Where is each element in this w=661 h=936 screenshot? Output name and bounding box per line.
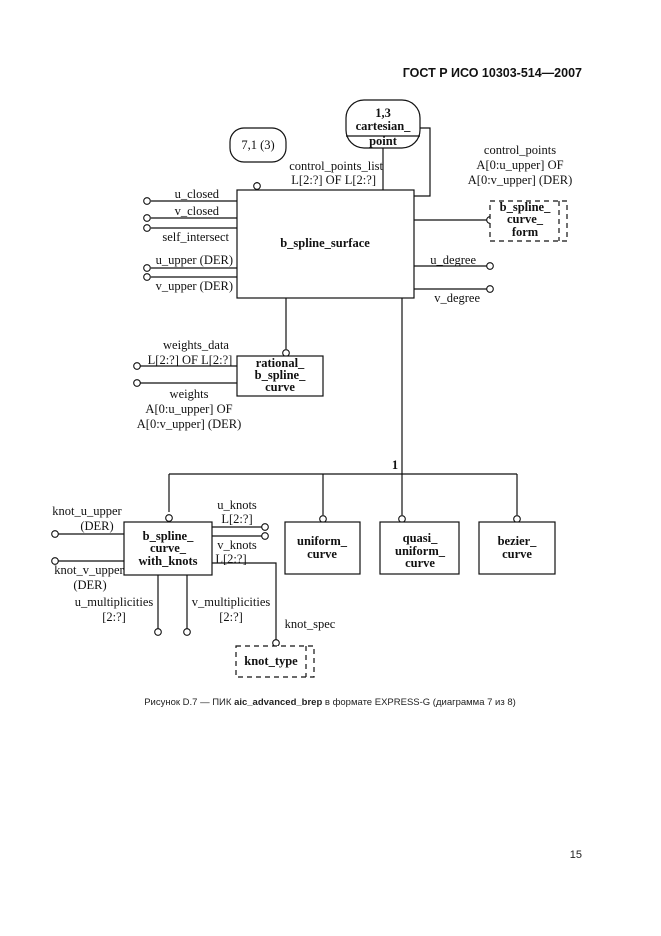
u-knots-label-2: L[2:?] [221, 512, 252, 526]
knot-type-type: knot_type [235, 645, 315, 678]
rational-label-2: b_spline_ [255, 368, 306, 382]
cartesian-point-reference: 1,3 cartesian_ point [345, 99, 421, 149]
v-upper-label: v_upper (DER) [156, 279, 233, 293]
bezier-label-1: bezier_ [498, 534, 538, 548]
relationship-lines [58, 127, 518, 640]
cartesian-point-label-3: point [369, 134, 398, 148]
page-reference-7-1: 7,1 (3) [229, 127, 287, 163]
v-multiplicities-label-2: [2:?] [219, 610, 243, 624]
b-spline-surface-label: b_spline_surface [280, 236, 370, 250]
u-multiplicities-label-2: [2:?] [102, 610, 126, 624]
bezier-label-2: curve [502, 547, 532, 561]
caption-schema-name: aic_advanced_brep [234, 697, 323, 708]
b-spline-surface-entity: b_spline_surface [236, 189, 415, 299]
knot-u-upper-label-2: (DER) [80, 519, 113, 533]
weights-data-label-1: weights_data [163, 338, 229, 352]
rational-label-1: rational_ [256, 356, 305, 370]
figure-caption: Рисунок D.7 — ПИК aic_advanced_brep в фо… [60, 697, 600, 708]
uniform-label-2: curve [307, 547, 337, 561]
with-knots-label-2: curve_ [150, 541, 187, 555]
curve-form-label-3: form [512, 225, 539, 239]
uniform-curve-entity: uniform_ curve [284, 521, 361, 575]
uniform-label-1: uniform_ [297, 534, 348, 548]
control-points-label-2: A[0:u_upper] OF [476, 158, 563, 172]
control-points-list-label-2: L[2:?] OF L[2:?] [291, 173, 376, 187]
rational-b-spline-curve-entity: rational_ b_spline_ curve [236, 355, 324, 397]
u-degree-label: u_degree [430, 253, 476, 267]
b-spline-curve-with-knots-entity: b_spline_ curve_ with_knots [123, 521, 213, 576]
v-degree-label: v_degree [434, 291, 480, 305]
v-multiplicities-label-1: v_multiplicities [192, 595, 271, 609]
caption-prefix: Рисунок D.7 — ПИК [144, 697, 235, 708]
page-reference-label: 7,1 (3) [241, 138, 274, 152]
curve-form-label-1: b_spline_ [500, 200, 551, 214]
v-knots-label-1: v_knots [217, 538, 257, 552]
bezier-curve-entity: bezier_ curve [478, 521, 556, 575]
u-knots-label-1: u_knots [217, 498, 257, 512]
v-closed-label: v_closed [175, 204, 220, 218]
u-closed-label: u_closed [175, 187, 220, 201]
curve-form-label-2: curve_ [507, 212, 544, 226]
knot-v-upper-label-1: knot_v_upper [54, 563, 124, 577]
self-intersect-label: self_intersect [162, 230, 229, 244]
with-knots-label-3: with_knots [138, 554, 197, 568]
b-spline-curve-form-type: b_spline_ curve_ form [489, 200, 568, 242]
knot-spec-label: knot_spec [285, 617, 336, 631]
quasi-label-1: quasi_ [403, 531, 438, 545]
weights-label-2: A[0:u_upper] OF [145, 402, 232, 416]
one-of-marker: 1 [392, 458, 398, 472]
knot-v-upper-label-2: (DER) [73, 578, 106, 592]
knot-u-upper-label-1: knot_u_upper [52, 504, 122, 518]
knot-type-label: knot_type [244, 654, 298, 668]
weights-data-label-2: L[2:?] OF L[2:?] [148, 353, 233, 367]
cartesian-point-label-2: cartesian_ [356, 119, 412, 133]
document-header: ГОСТ Р ИСО 10303-514—2007 [402, 66, 582, 80]
cartesian-point-label-1: 1,3 [375, 106, 391, 120]
v-knots-label-2: L[2:?] [215, 552, 246, 566]
attribute-labels: control_points_list L[2:?] OF L[2:?] con… [52, 143, 572, 631]
quasi-uniform-curve-entity: quasi_ uniform_ curve [379, 521, 460, 575]
page-number: 15 [569, 849, 582, 861]
weights-label-1: weights [170, 387, 209, 401]
control-points-label-3: A[0:v_upper] (DER) [468, 173, 573, 187]
relationship-end-circles [51, 182, 521, 647]
quasi-label-3: curve [405, 556, 435, 570]
caption-suffix: в формате EXPRESS-G (диаграмма 7 из 8) [322, 697, 516, 708]
u-upper-label: u_upper (DER) [156, 253, 233, 267]
quasi-label-2: uniform_ [395, 544, 446, 558]
weights-label-3: A[0:v_upper] (DER) [137, 417, 242, 431]
control-points-list-label-1: control_points_list [289, 159, 383, 173]
control-points-label-1: control_points [484, 143, 556, 157]
with-knots-label-1: b_spline_ [143, 529, 194, 543]
u-multiplicities-label-1: u_multiplicities [75, 595, 154, 609]
rational-label-3: curve [265, 380, 295, 394]
